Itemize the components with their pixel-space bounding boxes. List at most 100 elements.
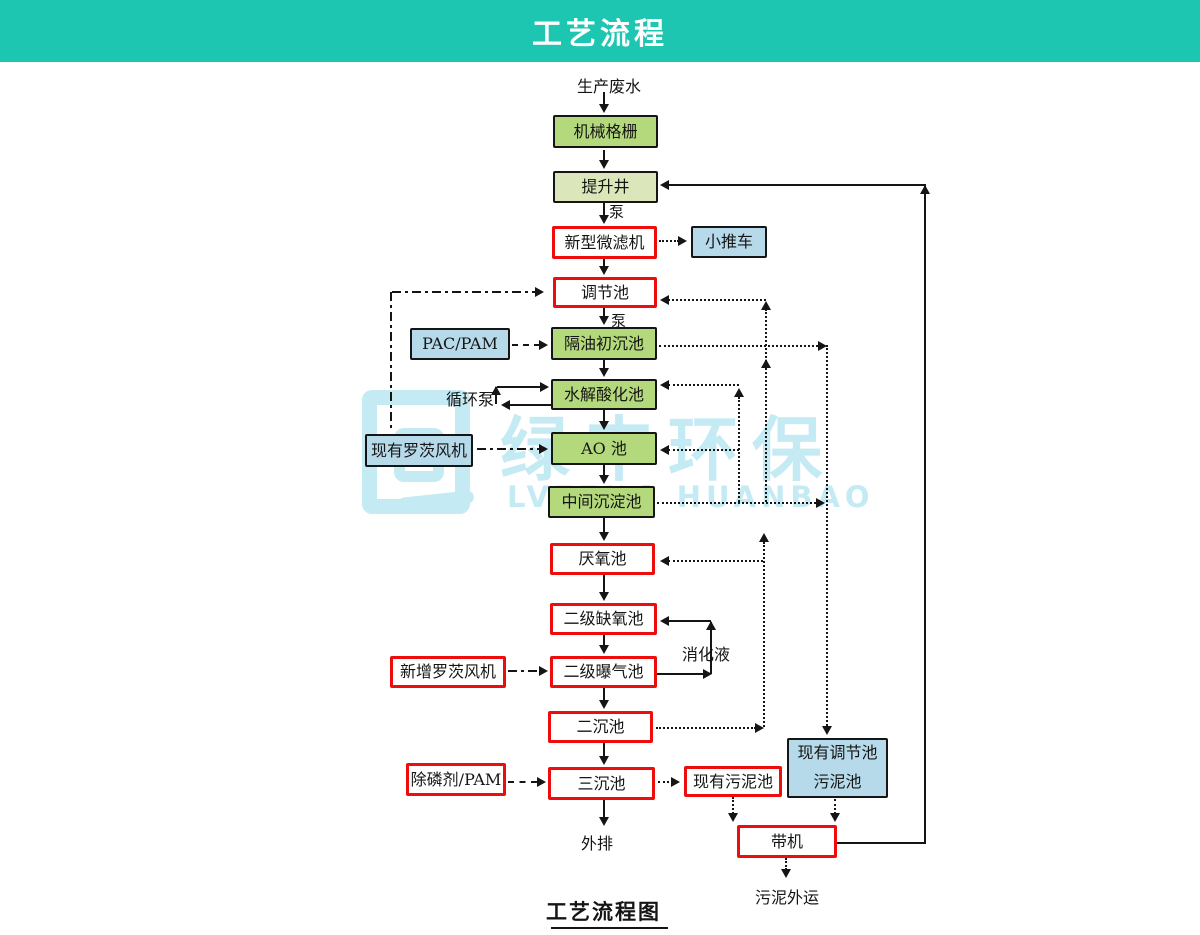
edge-newblower-to-aeration [508, 670, 539, 672]
node-oil-separation-tank: 隔油初沉池 [551, 327, 657, 360]
arrowhead-right [818, 341, 827, 351]
edge-return-top [668, 184, 926, 186]
arrowhead-down [599, 160, 609, 169]
node-existing-sludge-tank: 现有污泥池 [684, 766, 782, 797]
edge-source-to-screen [603, 92, 605, 104]
edge-return-to-regulating-vertical [765, 309, 767, 502]
edge-phosphorus-to-tertsed [508, 781, 537, 783]
arrowhead-down [599, 266, 609, 275]
edge-microfilter-to-regulating [603, 259, 605, 266]
edge-oilsep-right [659, 345, 818, 347]
edge-aeration-out [657, 673, 705, 675]
edge-circulation-vertical [495, 387, 497, 404]
edge-blower-to-regulating-vertical [390, 292, 392, 430]
arrowhead-right [535, 287, 544, 297]
arrowhead-down [599, 532, 609, 541]
discharge-label: 外排 [581, 834, 614, 853]
node-existing-regulating-sludge-tank: 现有调节池 污泥池 [787, 738, 888, 798]
edge-aeration-to-secsed [603, 688, 605, 700]
node-ao-tank: AO 池 [551, 432, 657, 465]
node-mechanical-screen: 机械格栅 [553, 115, 658, 148]
sludge-transport-label: 污泥外运 [755, 888, 820, 907]
edge-intermediate-to-anaerobic [603, 518, 605, 532]
arrowhead-left [660, 380, 669, 390]
diagram-caption: 工艺流程图 [546, 900, 661, 924]
node-secondary-anoxic-tank: 二级缺氧池 [550, 603, 657, 635]
node-cart: 小推车 [691, 226, 767, 258]
caption-underline [551, 927, 668, 929]
node-microfilter: 新型微滤机 [552, 226, 657, 259]
edge-into-anaerobic [668, 560, 763, 562]
edge-regsludge-to-belt [834, 799, 836, 814]
arrowhead-up [761, 359, 771, 368]
arrowhead-right [540, 382, 549, 392]
arrowhead-down [599, 817, 609, 826]
arrowhead-down [599, 215, 609, 224]
edge-blower-to-regulating-horizontal [392, 291, 535, 293]
node-existing-roots-blower: 现有罗茨风机 [365, 434, 473, 467]
arrowhead-left [660, 445, 669, 455]
arrowhead-left [501, 400, 510, 410]
edge-ao-to-intermediate [603, 465, 605, 475]
node-secondary-aeration-tank: 二级曝气池 [550, 656, 657, 688]
edge-beltmachine-to-return [837, 842, 926, 844]
edge-screen-to-liftwell [603, 150, 605, 160]
arrowhead-right [671, 777, 680, 787]
arrowhead-down [599, 592, 609, 601]
arrowhead-down [599, 645, 609, 654]
arrowhead-left [660, 556, 669, 566]
edge-secsed-to-tertsed [603, 743, 605, 756]
node-pac-pam: PAC/PAM [410, 328, 510, 360]
source-label: 生产废水 [577, 77, 642, 96]
digestion-liquid-label: 消化液 [682, 645, 731, 664]
node-intermediate-sed-tank: 中间沉淀池 [548, 486, 655, 518]
arrowhead-right [678, 236, 687, 246]
arrowhead-left [660, 180, 669, 190]
arrowhead-down [599, 316, 609, 325]
node-regulating-tank: 调节池 [553, 277, 657, 308]
node-tertiary-sed-tank: 三沉池 [548, 767, 655, 800]
arrowhead-right [539, 340, 548, 350]
edge-return-to-anaerobic-vertical [763, 542, 765, 727]
edge-regulating-to-oilsep [603, 308, 605, 316]
arrowhead-up [706, 621, 716, 630]
arrowhead-left [660, 295, 669, 305]
edge-intermediate-right [657, 502, 816, 504]
arrowhead-right [703, 669, 712, 679]
edge-hydrolysis-to-ao [603, 410, 605, 421]
arrowhead-down [599, 421, 609, 430]
arrowhead-right [755, 723, 764, 733]
edge-into-anoxic [668, 620, 711, 622]
edge-pacpam-to-oilsep [512, 344, 540, 346]
edge-microfilter-to-cart [659, 240, 679, 242]
node-new-roots-blower: 新增罗茨风机 [390, 656, 506, 688]
edge-tertsed-to-discharge [603, 800, 605, 817]
arrowhead-down [822, 726, 832, 735]
edge-anaerobic-to-anoxic [603, 575, 605, 592]
arrowhead-down [728, 813, 738, 822]
edge-circulation-bottom [510, 404, 551, 406]
arrowhead-up [491, 386, 501, 395]
edge-circulation-top [497, 386, 540, 388]
node-phosphorus-removal: 除磷剂/PAM [406, 763, 506, 796]
node-hydrolysis-tank: 水解酸化池 [551, 379, 657, 410]
arrowhead-right [539, 444, 548, 454]
node-anaerobic-tank: 厌氧池 [550, 543, 655, 575]
edge-return-to-hydrolysis-vertical [738, 397, 740, 502]
arrowhead-down [830, 813, 840, 822]
edge-existingblower-to-ao [477, 448, 539, 450]
edge-sludgetank-to-belt [732, 797, 734, 814]
edge-tertsed-to-sludgetank [658, 781, 673, 783]
arrowhead-up [734, 388, 744, 397]
edge-into-ao [668, 449, 739, 451]
arrowhead-right [816, 498, 825, 508]
arrowhead-right [539, 666, 548, 676]
arrowhead-down [781, 869, 791, 878]
arrowhead-down [599, 104, 609, 113]
node-lift-well: 提升井 [553, 171, 658, 203]
edge-into-regulating [668, 299, 766, 301]
node-belt-machine: 带机 [737, 825, 837, 858]
edge-secsed-right [656, 727, 756, 729]
arrowhead-left [660, 616, 669, 626]
arrowhead-down [599, 368, 609, 377]
